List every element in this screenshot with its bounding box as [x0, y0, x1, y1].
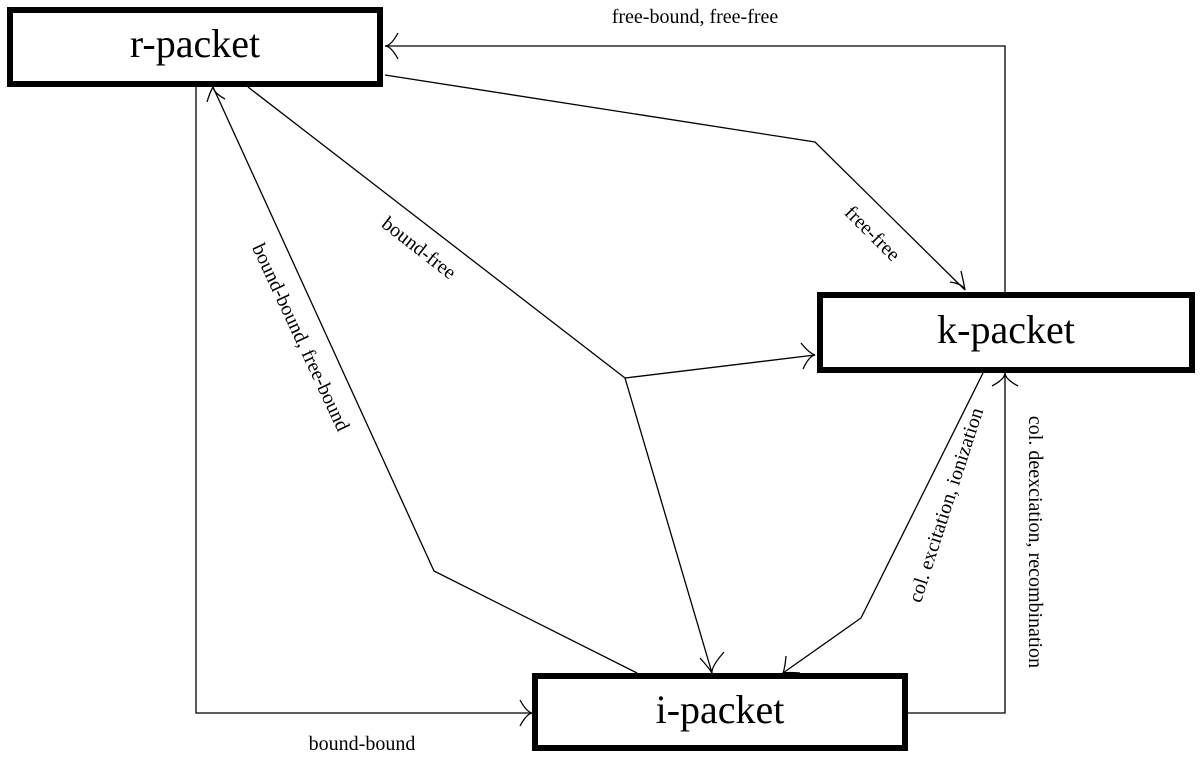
k-packet-label: k-packet	[937, 307, 1075, 352]
i-packet-node: i-packet	[532, 673, 908, 751]
arrowhead-k-from-split	[800, 342, 816, 370]
edge-k-to-i	[782, 372, 984, 674]
edge-k-to-r	[385, 45, 1006, 293]
edge-split-to-i	[624, 377, 713, 674]
edge-i-to-k	[908, 373, 1006, 714]
arrowhead-k-from-r	[949, 270, 966, 291]
edge-label-r-to-k: free-free	[840, 202, 904, 266]
edge-r-to-k	[384, 74, 966, 291]
k-packet-node: k-packet	[817, 292, 1195, 373]
edge-label-r-split: bound-free	[377, 213, 460, 284]
arrowhead-r-from-k	[384, 32, 399, 60]
edge-r-to-split	[247, 86, 626, 379]
edge-label-i-to-k: col. deexciation, recombination	[1024, 416, 1046, 668]
i-packet-label: i-packet	[656, 687, 785, 732]
edge-i-to-r	[212, 86, 638, 674]
edge-r-to-i	[195, 87, 533, 714]
edge-label-i-to-r: bound-bound, free-bound	[247, 240, 353, 435]
edge-label-r-to-i: bound-bound	[309, 733, 416, 755]
edge-split-to-k	[624, 354, 816, 379]
arrowhead-i-from-split	[699, 651, 725, 674]
r-packet-node: r-packet	[7, 7, 383, 87]
edge-label-k-to-r: free-bound, free-free	[612, 6, 779, 28]
r-packet-label: r-packet	[130, 21, 260, 66]
